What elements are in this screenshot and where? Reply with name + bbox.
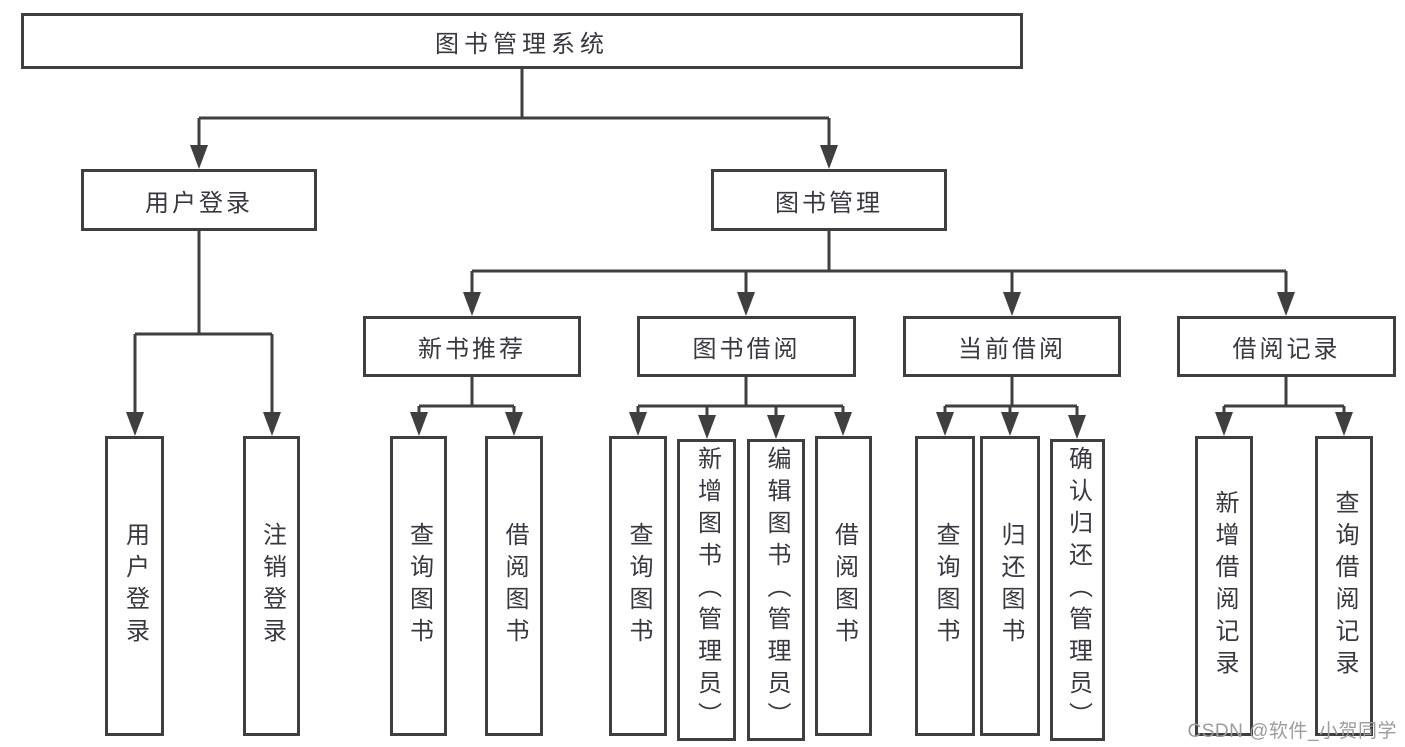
leaf-query-books: 查询图书 xyxy=(390,436,447,736)
leaf-add-books-admin: 新增图书（管理员） xyxy=(677,439,736,741)
node-current-borrowing: 当前借阅 xyxy=(903,316,1121,377)
leaf-query-books: 查询图书 xyxy=(915,436,975,736)
leaf-query-borrow-record: 查询借阅记录 xyxy=(1315,436,1373,736)
leaf-edit-books-admin: 编辑图书（管理员） xyxy=(747,439,805,741)
leaf-borrow-books: 借阅图书 xyxy=(485,436,543,736)
leaf-add-borrow-record: 新增借阅记录 xyxy=(1195,436,1253,736)
node-user-login: 用户登录 xyxy=(81,169,317,231)
csdn-watermark: CSDN @软件_小贺同学 xyxy=(1187,721,1397,742)
node-book-borrowing: 图书借阅 xyxy=(637,316,856,377)
leaf-query-books: 查询图书 xyxy=(609,436,667,736)
node-library-management-system: 图书管理系统 xyxy=(21,13,1023,69)
node-book-management: 图书管理 xyxy=(711,169,947,231)
leaf-borrow-books: 借阅图书 xyxy=(815,436,872,736)
leaf-logout: 注销登录 xyxy=(243,436,300,736)
node-new-book-recommendation: 新书推荐 xyxy=(363,316,581,377)
leaf-user-login: 用户登录 xyxy=(105,436,164,736)
leaf-return-books: 归还图书 xyxy=(980,436,1040,736)
leaf-confirm-return-admin: 确认归还（管理员） xyxy=(1050,439,1105,741)
node-borrowing-records: 借阅记录 xyxy=(1177,316,1396,377)
